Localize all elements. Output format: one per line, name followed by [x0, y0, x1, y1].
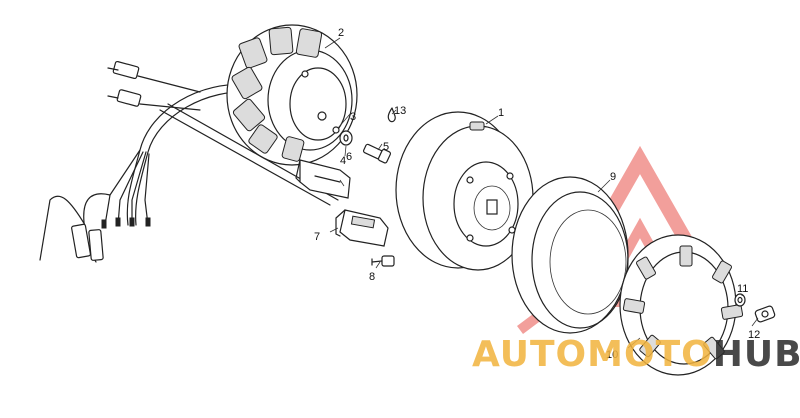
callout-9: 9 [610, 171, 616, 183]
washer-11 [734, 293, 746, 307]
screw-5 [362, 143, 392, 164]
callout-2: 2 [338, 27, 344, 39]
callout-6: 6 [346, 151, 352, 163]
watermark: AUTOMOTOHUB [472, 334, 800, 375]
wiring-harness [39, 60, 339, 263]
pickup-7 [335, 209, 389, 247]
leader-lines [324, 37, 759, 349]
svg-text:AUTOMOTOHUB: AUTOMOTOHUB [472, 334, 800, 375]
flywheel-rotor [395, 111, 534, 271]
pickup-6 [295, 159, 351, 199]
callout-5: 5 [383, 141, 389, 153]
callout-12: 12 [748, 329, 760, 341]
callout-10: 10 [606, 349, 618, 361]
stator [226, 24, 358, 166]
callout-4: 4 [340, 155, 346, 167]
washer-3 [332, 126, 340, 134]
callout-8: 8 [369, 271, 375, 283]
screw-8 [371, 255, 395, 267]
callout-7: 7 [314, 231, 320, 243]
callout-3: 3 [350, 111, 356, 123]
protection-cover-10 [619, 234, 744, 376]
watermark-part1: AUTOMOTO [472, 334, 713, 375]
cover-9 [511, 176, 629, 334]
watermark-part2: HUB [713, 334, 800, 375]
callout-11: 11 [737, 283, 748, 295]
callout-13: 13 [394, 105, 406, 117]
washer-4 [339, 130, 353, 146]
callout-1: 1 [498, 107, 504, 119]
thread-lock-13-icon [387, 107, 396, 123]
screw-12 [754, 305, 776, 323]
